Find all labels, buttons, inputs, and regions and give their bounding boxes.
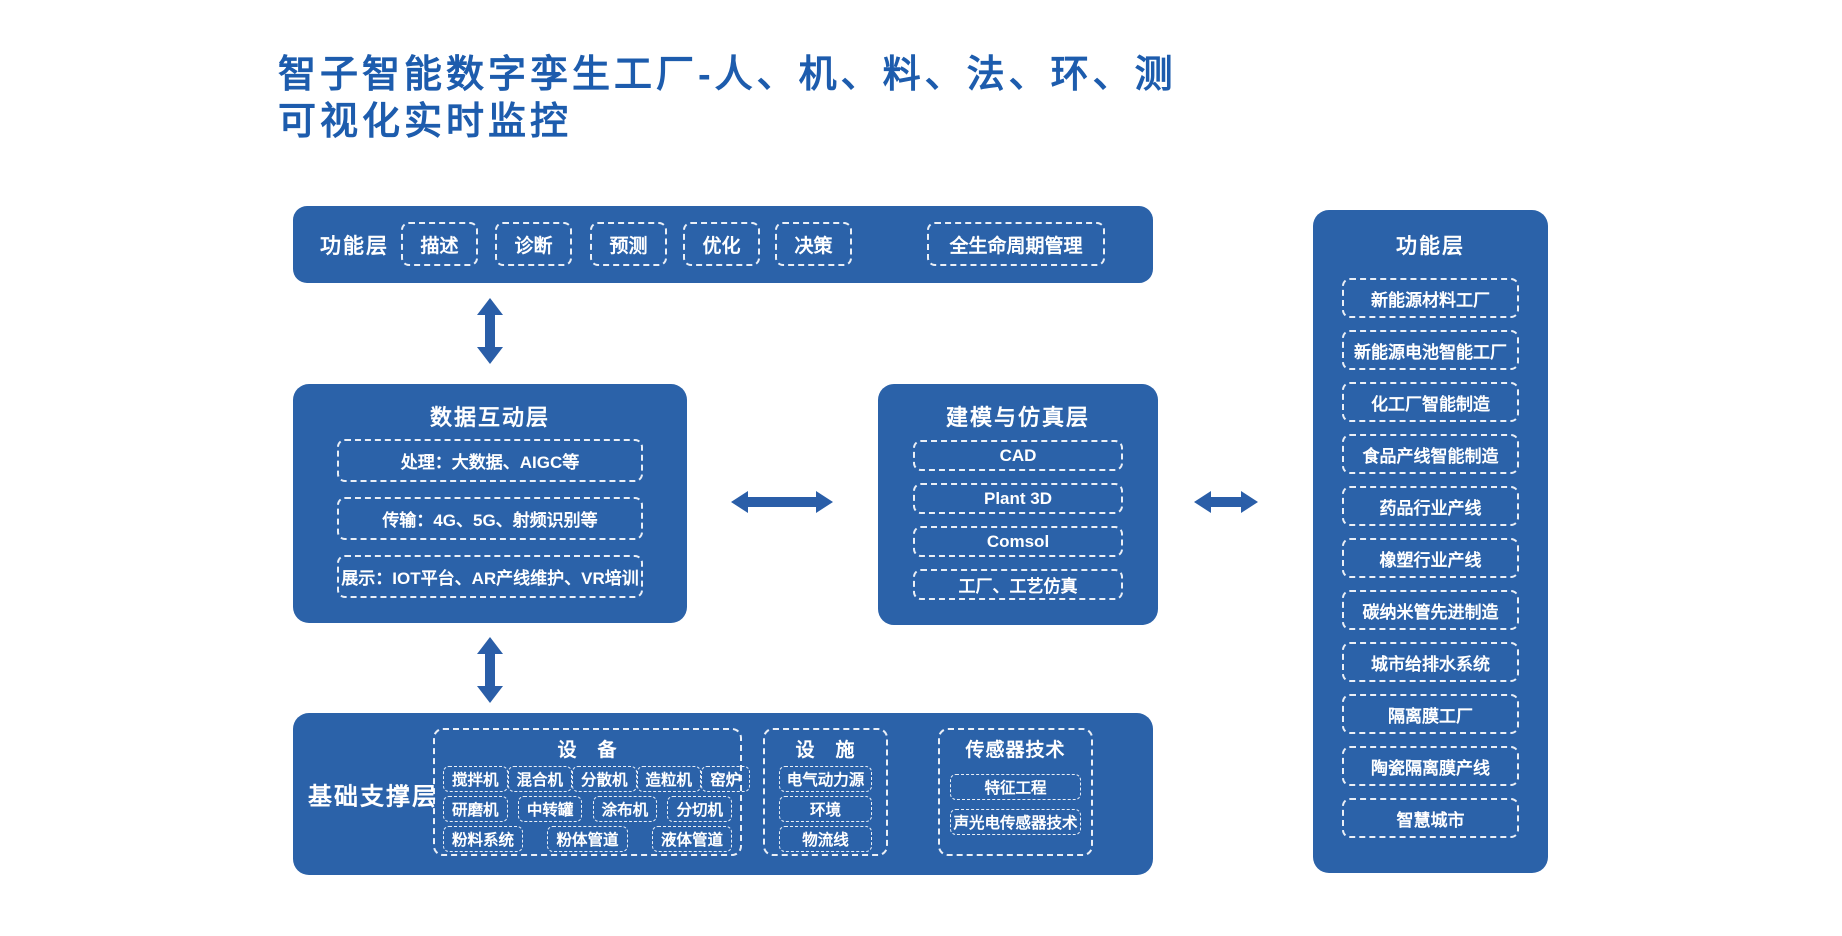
- modeling-item-cad: CAD: [913, 440, 1123, 471]
- equipment-item-blender: 混合机: [507, 766, 573, 792]
- application-item-carbon-nanotube: 碳纳米管先进制造: [1342, 590, 1519, 630]
- data-interaction-layer-title: 数据互动层: [429, 405, 550, 430]
- application-layer-panel: 功能层 新能源材料工厂 新能源电池智能工厂 化工厂智能制造 食品产线智能制造 药…: [1313, 210, 1548, 873]
- modeling-simulation-layer-panel: 建模与仿真层 CAD Plant 3D Comsol 工厂、工艺仿真: [878, 384, 1158, 625]
- horizontal-double-arrow-right-icon: [1194, 491, 1258, 513]
- application-item-food-line: 食品产线智能制造: [1342, 434, 1519, 474]
- facility-group: 设 施 电气动力源 环境 物流线: [763, 728, 888, 856]
- application-item-new-energy-material: 新能源材料工厂: [1342, 278, 1519, 318]
- application-item-chemical-plant: 化工厂智能制造: [1342, 382, 1519, 422]
- data-layer-item-processing: 处理：大数据、AIGC等: [337, 439, 643, 482]
- foundation-layer-label: 基础支撑层: [308, 783, 438, 811]
- equipment-item-kiln: 窑炉: [701, 766, 751, 792]
- function-chip-optimize: 优化: [683, 222, 760, 266]
- equipment-row-3: 粉料系统 粉体管道 液体管道: [443, 826, 732, 852]
- equipment-row-1: 搅拌机 混合机 分散机 造粒机 窑炉: [443, 766, 751, 792]
- function-chip-predict: 预测: [590, 222, 667, 266]
- page-title-line-1: 智子智能数字孪生工厂-人、机、料、法、环、测: [278, 54, 1177, 96]
- application-item-water-system: 城市给排水系统: [1342, 642, 1519, 682]
- equipment-group-title: 设 备: [557, 740, 618, 761]
- data-layer-item-transmission: 传输：4G、5G、射频识别等: [337, 497, 643, 540]
- equipment-row-2: 研磨机 中转罐 涂布机 分切机: [443, 796, 732, 822]
- application-layer-title: 功能层: [1396, 235, 1465, 258]
- sensor-item-feature-engineering: 特征工程: [950, 774, 1081, 800]
- equipment-item-powder-system: 粉料系统: [443, 826, 524, 852]
- equipment-item-liquid-pipe: 液体管道: [651, 826, 732, 852]
- page-title: 智子智能数字孪生工厂-人、机、料、法、环、测 可视化实时监控: [278, 52, 1177, 146]
- function-chip-describe: 描述: [401, 222, 478, 266]
- vertical-double-arrow-top-icon: [477, 298, 503, 364]
- function-layer-bar: 功能层 描述 诊断 预测 优化 决策 全生命周期管理: [293, 206, 1153, 283]
- application-item-rubber-plastic-line: 橡塑行业产线: [1342, 538, 1519, 578]
- application-item-separator-factory: 隔离膜工厂: [1342, 694, 1519, 734]
- application-item-smart-city: 智慧城市: [1342, 798, 1519, 838]
- data-layer-item-display: 展示：IOT平台、AR产线维护、VR培训: [337, 555, 643, 598]
- application-item-battery-factory: 新能源电池智能工厂: [1342, 330, 1519, 370]
- function-chip-diagnose: 诊断: [495, 222, 572, 266]
- equipment-item-transfer-tank: 中转罐: [517, 796, 583, 822]
- equipment-item-grinder: 研磨机: [443, 796, 508, 822]
- facility-item-logistics: 物流线: [779, 826, 872, 852]
- facility-list: 电气动力源 环境 物流线: [779, 766, 872, 852]
- facility-group-title: 设 施: [795, 740, 856, 761]
- sensor-group: 传感器技术 特征工程 声光电传感器技术: [938, 728, 1093, 856]
- modeling-layer-title: 建模与仿真层: [945, 405, 1090, 430]
- facility-item-power-source: 电气动力源: [779, 766, 872, 792]
- function-chip-decide: 决策: [775, 222, 852, 266]
- equipment-item-slitter: 分切机: [667, 796, 732, 822]
- function-chip-lifecycle: 全生命周期管理: [927, 222, 1105, 266]
- data-interaction-layer-panel: 数据互动层 处理：大数据、AIGC等 传输：4G、5G、射频识别等 展示：IOT…: [293, 384, 687, 623]
- horizontal-double-arrow-left-icon: [731, 491, 833, 513]
- equipment-item-disperser: 分散机: [572, 766, 637, 792]
- modeling-item-comsol: Comsol: [913, 526, 1123, 557]
- application-item-pharma-line: 药品行业产线: [1342, 486, 1519, 526]
- foundation-layer-panel: 基础支撑层 设 备 搅拌机 混合机 分散机 造粒机 窑炉 研磨机 中转罐 涂布机…: [293, 713, 1153, 875]
- sensor-item-acousto-optic: 声光电传感器技术: [950, 809, 1081, 835]
- sensor-list: 特征工程 声光电传感器技术: [950, 774, 1081, 835]
- application-item-ceramic-separator: 陶瓷隔离膜产线: [1342, 746, 1519, 786]
- page-title-line-2: 可视化实时监控: [278, 101, 573, 143]
- function-layer-label: 功能层: [320, 234, 389, 258]
- sensor-group-title: 传感器技术: [965, 740, 1066, 761]
- vertical-double-arrow-bottom-icon: [477, 637, 503, 703]
- facility-item-environment: 环境: [779, 796, 872, 822]
- application-list: 新能源材料工厂 新能源电池智能工厂 化工厂智能制造 食品产线智能制造 药品行业产…: [1342, 278, 1519, 838]
- modeling-item-plant3d: Plant 3D: [913, 483, 1123, 514]
- equipment-item-coater: 涂布机: [592, 796, 658, 822]
- equipment-item-mixer-agitator: 搅拌机: [443, 766, 508, 792]
- modeling-item-simulation: 工厂、工艺仿真: [913, 569, 1123, 600]
- equipment-item-granulator: 造粒机: [636, 766, 702, 792]
- equipment-item-powder-pipe: 粉体管道: [547, 826, 628, 852]
- equipment-group: 设 备 搅拌机 混合机 分散机 造粒机 窑炉 研磨机 中转罐 涂布机 分切机 粉…: [433, 728, 751, 856]
